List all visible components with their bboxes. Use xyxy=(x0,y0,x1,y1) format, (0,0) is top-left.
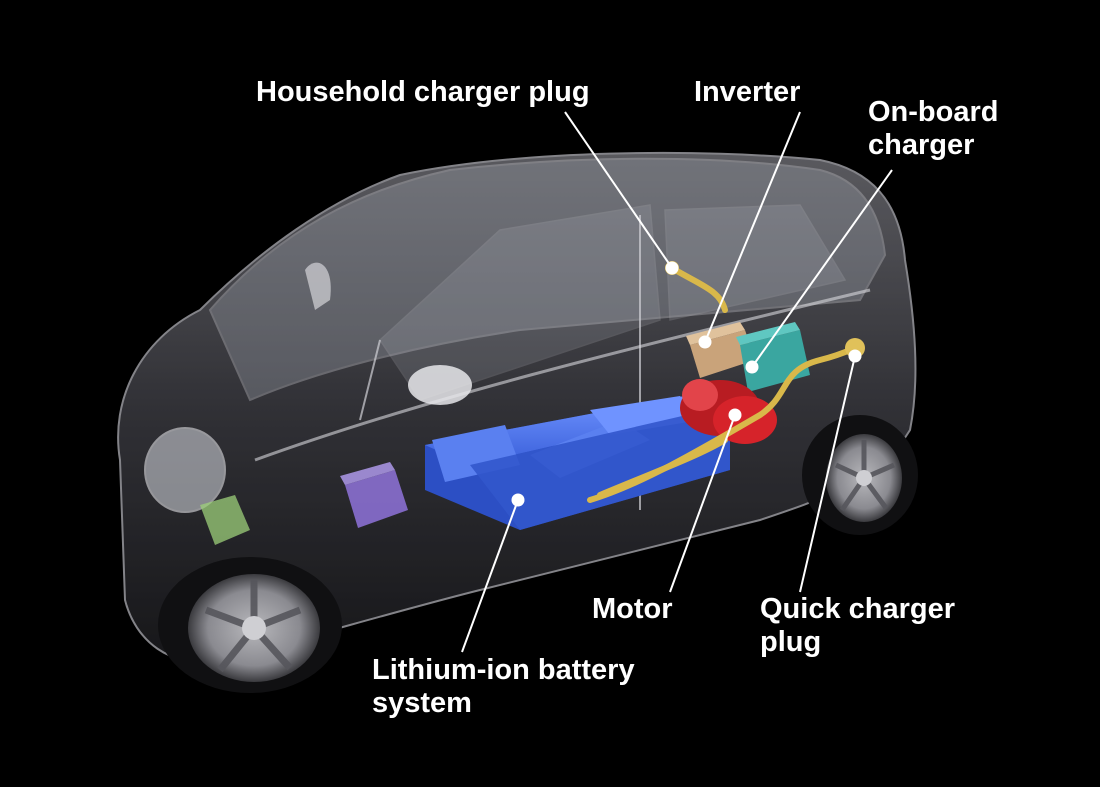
front-wheel-icon xyxy=(158,557,342,693)
callout-dot-icon xyxy=(511,261,862,507)
label-household-charger-plug-text: Household charger plug xyxy=(256,76,590,108)
label-quick-charger-plug-line1: Quick charger xyxy=(760,593,956,625)
rear-wheel-icon xyxy=(802,415,918,535)
label-quick-charger-plug: Quick charger plug xyxy=(760,593,955,659)
charging-cable-icon xyxy=(587,265,858,503)
battery-pack-icon xyxy=(425,395,730,530)
label-motor-text: Motor xyxy=(592,593,673,625)
label-onboard-charger-line2: charger xyxy=(868,129,975,161)
label-quick-charger-plug-line2: plug xyxy=(760,626,822,658)
transparent-car-body-icon xyxy=(117,151,917,663)
label-inverter: Inverter xyxy=(694,76,800,109)
label-lithium-ion-battery-line2: system xyxy=(372,687,472,719)
label-motor: Motor xyxy=(592,593,673,626)
label-lithium-ion-battery-line1: Lithium-ion battery xyxy=(372,654,635,686)
label-household-charger-plug: Household charger plug xyxy=(256,76,590,109)
front-component-icon xyxy=(200,495,250,545)
leader-lines xyxy=(461,111,893,653)
label-inverter-text: Inverter xyxy=(694,76,801,108)
label-onboard-charger-line1: On-board xyxy=(868,96,999,128)
label-lithium-ion-battery: Lithium-ion battery system xyxy=(372,654,635,720)
left-component-icon xyxy=(340,462,408,528)
label-onboard-charger: On-board charger xyxy=(868,96,999,162)
